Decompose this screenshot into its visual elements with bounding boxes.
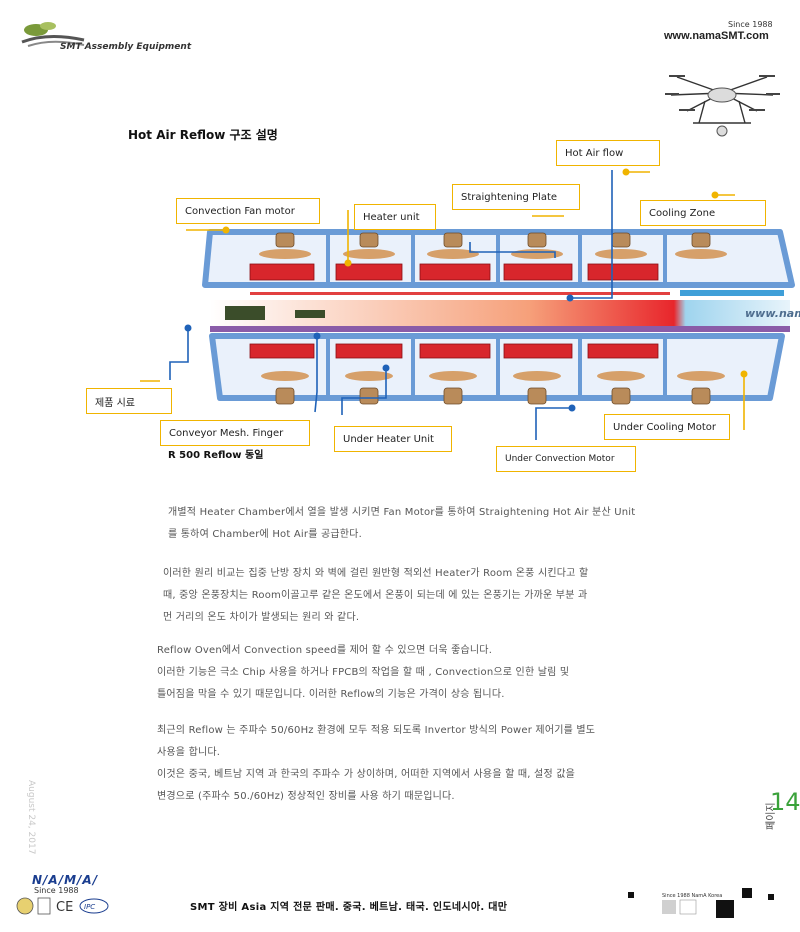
diagram-watermark: www.nama <box>745 307 800 320</box>
callout-straightening-plate: Straightening Plate <box>452 184 580 210</box>
callout-under-convection-motor: Under Convection Motor <box>496 446 636 472</box>
logo-subtitle: SMT Assembly Equipment <box>60 42 192 52</box>
drone-icon <box>665 75 780 137</box>
reflow-oven-illustration: www.nama <box>140 168 800 446</box>
since-label: Since 1988 <box>728 20 773 29</box>
footer-since: Since 1988 <box>34 886 79 895</box>
footer-tagline: SMT 장비 Asia 지역 전문 판매. 중국. 베트남. 태국. 인도네시아… <box>190 902 508 913</box>
callout-heater-unit: Heater unit <box>354 204 436 230</box>
website-link[interactable]: www.namaSMT.com <box>664 30 769 42</box>
callout-hot-air-flow: Hot Air flow <box>556 140 660 166</box>
document-date: August 24, 2017 <box>26 780 36 855</box>
paragraph-1: 개별적 Heater Chamber에서 열을 발생 시키면 Fan Motor… <box>168 507 636 540</box>
reflow-structure-diagram: www.nama <box>80 140 800 480</box>
callout-under-cooling-motor: Under Cooling Motor <box>604 414 730 440</box>
paragraph-2: 이러한 원리 비교는 집중 난방 장치 와 벽에 걸린 원반형 적외선 Heat… <box>163 568 589 623</box>
brand-logo: N/A/M/A/ <box>32 873 99 887</box>
callout-convection-fan-motor: Convection Fan motor <box>176 198 320 224</box>
page-title: Hot Air Reflow 구조 설명 <box>128 128 278 142</box>
decorative-squares-icon <box>628 888 774 918</box>
diagram-note: R 500 Reflow 동일 <box>168 450 264 461</box>
page-label: 페이지 <box>766 802 777 830</box>
callout-product: 제품 시료 <box>86 388 172 414</box>
footer-small-since: Since 1988 NamA Korea <box>662 893 723 899</box>
svg-text:IPC: IPC <box>84 903 95 911</box>
page-number: 14 <box>770 788 800 816</box>
paragraph-4: 최근의 Reflow 는 주파수 50/60Hz 환경에 모두 적용 되도록 I… <box>157 725 596 802</box>
callout-conveyor: Conveyor Mesh. Finger <box>160 420 310 446</box>
callout-cooling-zone: Cooling Zone <box>640 200 766 226</box>
company-logo-icon <box>21 22 85 47</box>
paragraph-3: Reflow Oven에서 Convection speed를 제어 할 수 있… <box>157 645 570 700</box>
certification-icons: CE IPC <box>16 897 109 915</box>
svg-text:CE: CE <box>56 900 73 915</box>
callout-under-heater-unit: Under Heater Unit <box>334 426 452 452</box>
